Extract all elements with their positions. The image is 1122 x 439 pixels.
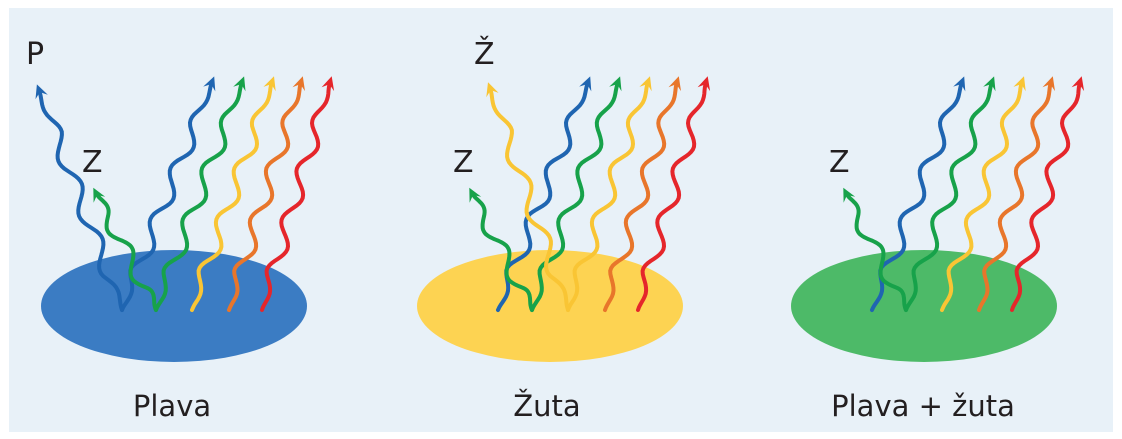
caption-blue-surface: Plava bbox=[133, 392, 211, 421]
label-reflected-green-panel2: Z bbox=[453, 148, 474, 178]
caption-green-surface: Plava + žuta bbox=[831, 392, 1015, 421]
caption-yellow-surface: Žuta bbox=[513, 392, 580, 421]
label-reflected-blue-panel1: P bbox=[26, 40, 44, 70]
label-reflected-green-panel3: Z bbox=[829, 148, 850, 178]
label-reflected-yellow-panel2: Ž bbox=[474, 40, 495, 70]
label-reflected-green-panel1: Z bbox=[82, 148, 103, 178]
